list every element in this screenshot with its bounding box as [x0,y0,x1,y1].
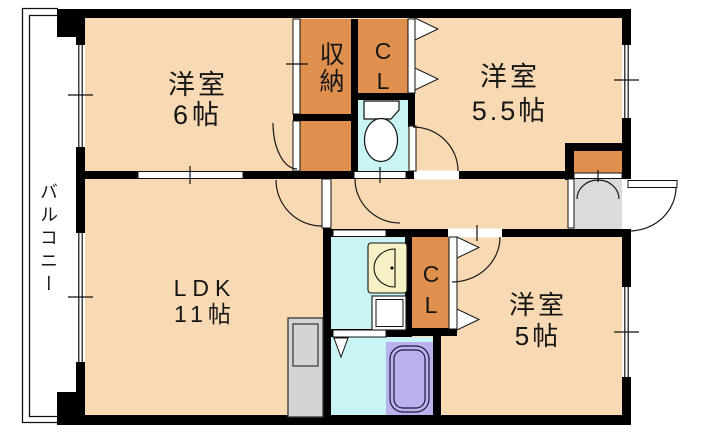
closet-upper-door-track [407,18,416,94]
western55-door-leaf [408,125,417,172]
front-door-arc [629,186,677,232]
room-size: 5帖 [514,321,562,351]
western5-door-opening [448,228,502,238]
western55-door-opening [414,170,459,180]
storage-lower-door-arc [272,122,298,170]
entrance-curtain-arc-left [576,179,599,200]
entrance-curtain-arc-right [597,179,620,200]
room-size: 6帖 [172,100,224,130]
storage-floor [293,19,353,114]
room-name: LDK [173,275,237,301]
washing-machine-icon [371,295,407,331]
balcony-outline [21,7,58,424]
shoe-cabinet [574,151,622,173]
bathtub-area [386,342,433,416]
toilet-icon [363,100,400,163]
entrance-floor [574,178,622,229]
room-label-western6: 洋室 6帖 [128,70,268,130]
western5-door-arc [451,236,501,283]
bathtub-icon [389,345,430,413]
room-label-storage: 収納 [316,41,344,95]
storage-lower-floor [293,121,353,171]
ldk-door-arc [275,179,323,227]
refrigerator-icon [287,317,324,418]
entrance-step [567,178,575,229]
storage-lower-door-leaf [292,120,301,172]
washbasin-icon [367,242,408,294]
room-name: 洋室 [508,290,567,320]
room-name: 洋室 [480,62,540,92]
closet-upper-floor [357,19,408,93]
window [622,45,631,118]
door-arcs [272,122,677,283]
room-label-closet-lower: CL [418,261,444,323]
ldk-hall-door-leaf [321,178,332,229]
room-size: 5.5帖 [471,96,549,126]
room-label-western55: 洋室 5.5帖 [440,60,580,128]
closet-lower-floor [412,237,449,329]
fixtures [287,100,430,418]
room-name: 洋室 [168,70,228,100]
western55-door-arc [412,126,459,172]
room-label-closet-upper: CL [370,38,396,98]
folding-door-triangles-icon [333,17,481,359]
dimension-ticks [68,63,639,333]
room-label-ldk: LDK 11帖 [145,275,265,327]
closet-lower-door-track [448,236,458,330]
storage-sliding-door [292,18,301,115]
bathroom-folding-door-track [332,329,387,338]
window [76,45,85,147]
room-label-balcony: バルコニー [38,182,58,297]
front-door-leaf [627,180,678,188]
toilet-door-arc [354,178,401,224]
room-label-western5: 洋室 5帖 [478,290,598,352]
room-size: 11帖 [174,301,236,327]
front-door-opening [622,179,631,229]
washroom-sliding-door [332,229,387,237]
